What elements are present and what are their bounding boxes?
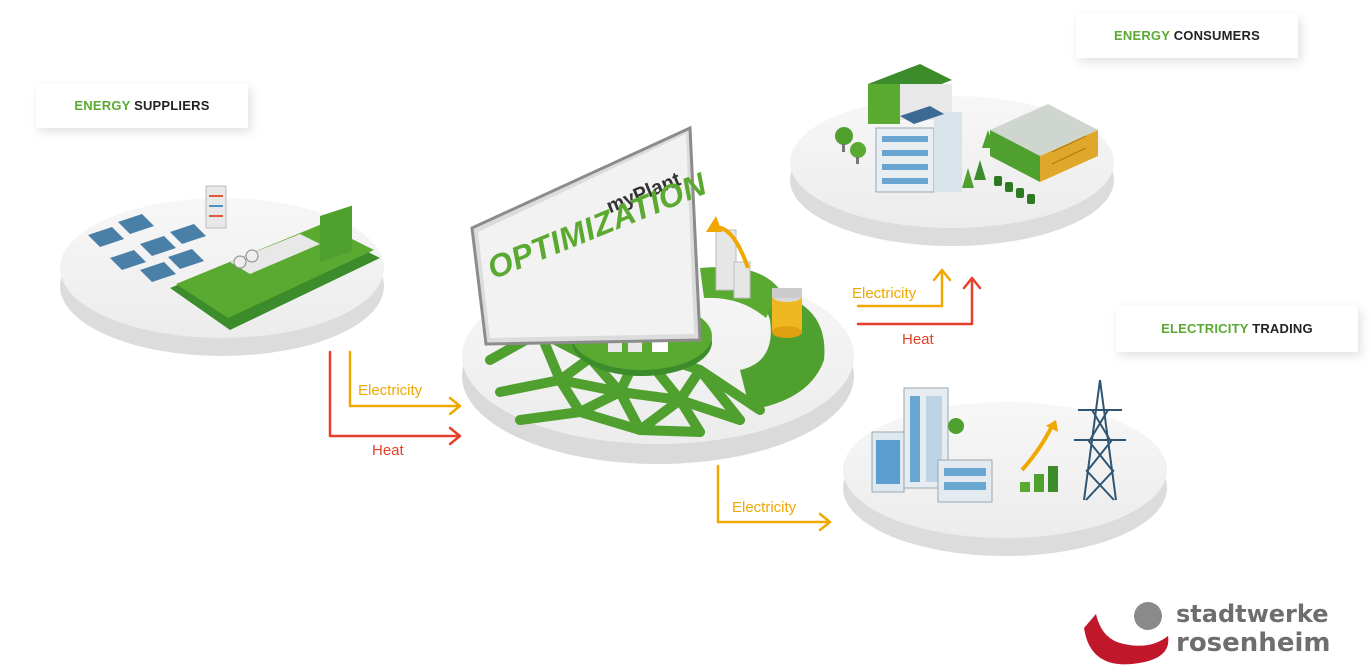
logo-line2: rosenheim — [1176, 628, 1331, 658]
trading-callout-tail — [1116, 352, 1150, 378]
callout-text: SUPPLIERS — [134, 98, 210, 113]
trading-flow-arrow — [716, 464, 832, 532]
consumers-callout-tail — [1076, 58, 1110, 86]
consumers-heat-label: Heat — [902, 331, 934, 348]
stadtwerke-logo-mark — [1084, 602, 1169, 665]
callout-text: TRADING — [1252, 321, 1313, 336]
logo-line1: stadtwerke — [1176, 600, 1329, 628]
monitor-screen — [470, 125, 702, 346]
callout-accent: ENERGY — [74, 98, 131, 113]
suppliers-heat-label: Heat — [372, 442, 404, 459]
factory-icon — [990, 104, 1098, 182]
power-pylon-icon — [1074, 379, 1126, 501]
growth-bars-icon — [1020, 420, 1058, 492]
suppliers-flow-arrows — [328, 350, 462, 446]
suppliers-callout-tail — [220, 128, 250, 154]
consumers-electricity-label: Electricity — [852, 285, 917, 302]
suppliers-electricity-label: Electricity — [358, 382, 423, 399]
heat-exchanger-icon — [205, 185, 227, 229]
trees-icon — [835, 127, 994, 188]
car-icons — [994, 176, 1035, 204]
energy-consumers-callout: ENERGY CONSUMERS — [1076, 14, 1298, 58]
solar-panels-icon — [88, 214, 206, 282]
trading-electricity-label: Electricity — [732, 499, 797, 516]
callout-accent: ENERGY — [1114, 28, 1170, 43]
rising-bars-icon — [706, 216, 751, 299]
gas-engine-icon — [170, 205, 380, 330]
callout-accent: ELECTRICITY — [1161, 321, 1249, 336]
office-buildings-icon — [871, 387, 993, 503]
energy-suppliers-callout: ENERGY SUPPLIERS — [36, 84, 248, 128]
tank-icon — [772, 288, 802, 338]
consumers-flow-arrows — [856, 268, 982, 326]
callout-text: CONSUMERS — [1173, 28, 1260, 43]
apartment-buildings-icon — [868, 64, 962, 193]
electricity-trading-callout: ELECTRICITY TRADING — [1116, 306, 1358, 352]
